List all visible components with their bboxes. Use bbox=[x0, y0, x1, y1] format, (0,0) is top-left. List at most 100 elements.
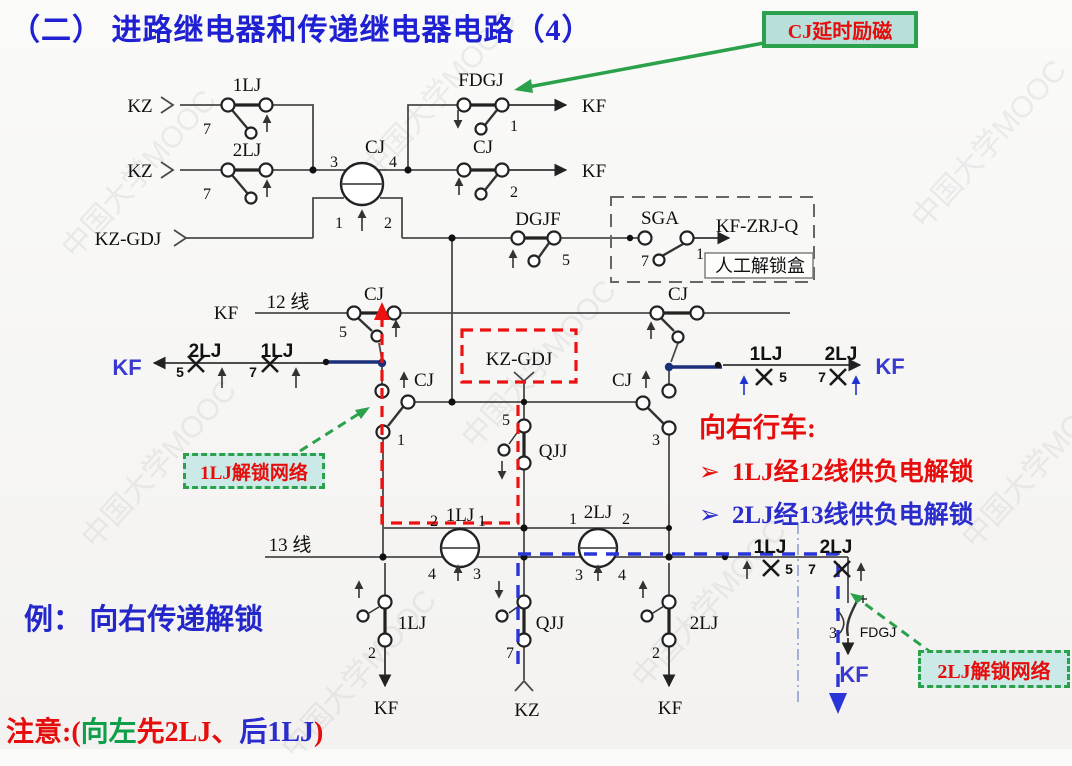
x-2lj-left-label: 2LJ bbox=[189, 341, 222, 362]
lj1-coil-label: 1LJ bbox=[446, 505, 475, 526]
callout-1lj-text: 1LJ解锁网络 bbox=[200, 462, 308, 484]
cj-coil bbox=[339, 161, 385, 207]
qjj-bot-label: QJJ bbox=[536, 613, 565, 634]
blue-unlock-path bbox=[516, 552, 847, 714]
cj-contact2-num: 2 bbox=[510, 184, 518, 201]
callout-cj-delay-text: CJ延时励磁 bbox=[787, 21, 893, 43]
contact-1lj-bot-label: 1LJ bbox=[398, 613, 427, 634]
cj-mid-right-num: 3 bbox=[652, 432, 660, 449]
cj-coil-t1: 1 bbox=[335, 215, 343, 232]
cj-coil-t4: 4 bbox=[389, 154, 397, 171]
x-2lj-mid-num: 7 bbox=[818, 369, 826, 385]
cj-coil-t2: 2 bbox=[384, 215, 392, 232]
contact-1lj-top-num: 7 bbox=[203, 121, 211, 138]
contact-circles bbox=[220, 97, 705, 648]
contact-arms bbox=[231, 109, 867, 637]
line12-label: 12 线 bbox=[267, 291, 310, 313]
wiring bbox=[160, 96, 849, 692]
kf-top-2: KF bbox=[582, 161, 606, 182]
rightward-route-item-1-text: 1LJ经12线供负电解锁 bbox=[731, 459, 974, 486]
contact-bars bbox=[235, 103, 690, 633]
x-2lj-mid-label: 2LJ bbox=[825, 344, 858, 365]
navy-links bbox=[326, 360, 722, 369]
state-arrows bbox=[217, 110, 866, 599]
red-unlock-path bbox=[374, 302, 520, 525]
bottom-note-part3: 先2LJ、 bbox=[136, 717, 240, 748]
kz-label-2: KZ bbox=[127, 161, 152, 182]
fdgj-top-num: 1 bbox=[510, 118, 518, 135]
kf-zrj-q-label: KF-ZRJ-Q bbox=[716, 216, 799, 237]
break-contact-x-marks bbox=[187, 355, 851, 578]
kz-label-1: KZ bbox=[127, 96, 152, 117]
kf-top-1: KF bbox=[582, 96, 606, 117]
dgjf-num: 5 bbox=[562, 252, 570, 269]
x-1lj-mid-label: 1LJ bbox=[750, 344, 783, 365]
lj1-coil-t2: 2 bbox=[430, 513, 438, 530]
lj2-coil-t2: 2 bbox=[622, 511, 630, 528]
cj-mid-left-label: CJ bbox=[414, 370, 434, 391]
lj1-coil-t1: 1 bbox=[478, 513, 486, 530]
kz-bot-label: KZ bbox=[514, 700, 539, 721]
lj2-coil-label: 2LJ bbox=[584, 502, 613, 523]
kf-arrows bbox=[152, 98, 862, 688]
cj-12-left-label: CJ bbox=[364, 284, 384, 305]
rightward-route-item-2-text: 2LJ经13线供负电解锁 bbox=[731, 502, 974, 529]
cj-12-left-num: 5 bbox=[339, 324, 347, 341]
rightward-route-item-1: ➢1LJ经12线供负电解锁 bbox=[699, 452, 974, 488]
lj2-coil-t1: 1 bbox=[569, 511, 577, 528]
x-1lj-right-label: 1LJ bbox=[754, 537, 787, 558]
contact-2lj-top-num: 7 bbox=[203, 186, 211, 203]
sga-num1: 1 bbox=[696, 246, 704, 263]
relay-circuit-schematic: KZKZKZ-GDJ1LJ72LJ7CJ3412FDGJ1KFCJ2KFDGJF… bbox=[95, 41, 934, 721]
qjj-up-num: 5 bbox=[502, 412, 510, 429]
sga-label: SGA bbox=[641, 208, 679, 229]
lj1-coil-t3: 3 bbox=[473, 566, 481, 583]
page-title: （二） 进路继电器和传递继电器电路（4） bbox=[10, 14, 593, 47]
manual-unlock-box-label: 人工解锁盒 bbox=[715, 256, 805, 276]
callout-cj-delay: CJ延时励磁 bbox=[762, 11, 918, 48]
qjj-up-label: QJJ bbox=[539, 441, 568, 462]
cj-12-right-label: CJ bbox=[668, 284, 688, 305]
callout-2lj-unlock-network: 2LJ解锁网络 bbox=[918, 650, 1070, 688]
contact-2lj-top-label: 2LJ bbox=[233, 140, 262, 161]
kz-gdj-box-label: KZ-GDJ bbox=[486, 349, 553, 370]
cj-mid-right-label: CJ bbox=[612, 370, 632, 391]
cj-mid-left-num: 1 bbox=[397, 432, 405, 449]
fdgj-bot-label: FDGJ bbox=[860, 624, 897, 640]
green-arrows bbox=[299, 41, 934, 656]
bottom-note-part5: ) bbox=[314, 717, 324, 748]
bottom-note-part1: 注意:( bbox=[6, 717, 81, 748]
x-2lj-left-num: 5 bbox=[176, 364, 184, 380]
bullet-arrow-icon: ➢ bbox=[699, 500, 720, 529]
kf-bot-blue: KF bbox=[839, 662, 868, 687]
state-arrows-blue bbox=[739, 375, 861, 395]
fdgj-top-label: FDGJ bbox=[458, 70, 503, 91]
contact-1lj-top-label: 1LJ bbox=[233, 75, 262, 96]
cj-coil-t3: 3 bbox=[330, 154, 338, 171]
relay-coils bbox=[339, 161, 619, 569]
lj2-coil bbox=[577, 527, 619, 569]
lj2-coil-t3: 3 bbox=[575, 567, 583, 584]
x-1lj-left-label: 1LJ bbox=[261, 341, 294, 362]
dgjf-label: DGJF bbox=[515, 209, 560, 230]
bottom-note: 注意:(向左先2LJ、后1LJ) bbox=[6, 710, 323, 750]
x-2lj-right-num: 7 bbox=[808, 561, 816, 577]
cj-coil-label: CJ bbox=[365, 137, 385, 158]
kf-bot-left: KF bbox=[374, 698, 398, 719]
kz-gdj-left-label: KZ-GDJ bbox=[95, 229, 162, 250]
contact-2lj-bot-label: 2LJ bbox=[690, 613, 719, 634]
bottom-note-part4: 后1LJ bbox=[239, 717, 315, 748]
kf-bot-right: KF bbox=[658, 698, 682, 719]
bottom-note-part2: 向左 bbox=[80, 717, 137, 748]
callout-2lj-text: 2LJ解锁网络 bbox=[937, 660, 1051, 683]
x-1lj-mid-num: 5 bbox=[779, 369, 787, 385]
line13-label: 13 线 bbox=[269, 534, 312, 556]
lj1-coil bbox=[439, 527, 481, 569]
lj2-coil-t4: 4 bbox=[618, 567, 626, 584]
contact-1lj-bot-num: 2 bbox=[368, 645, 376, 662]
kf-line12-label: KF bbox=[214, 303, 238, 324]
rightward-route-heading: 向右行车: bbox=[699, 413, 816, 443]
manual-unlock-box bbox=[610, 196, 815, 283]
cj-contact2-label: CJ bbox=[473, 137, 493, 158]
